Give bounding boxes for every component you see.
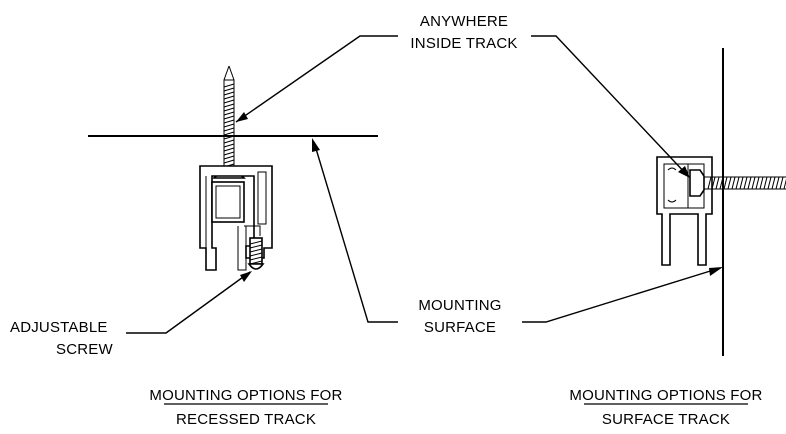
screw-thread [775,176,780,190]
adjustable-screw [247,237,265,270]
screw-thread [223,111,235,116]
screw-thread [223,115,235,120]
screw-thread [727,176,732,190]
leader-mounting-surface-right [522,267,721,323]
label-anywhere-line2: INSIDE TRACK [410,35,517,52]
caption-surface-line1: MOUNTING OPTIONS FOR [569,387,762,404]
screw-thread [755,176,760,190]
arrow-head [678,166,690,178]
screw-thread [719,176,724,190]
screw-thread [763,176,768,190]
screw-thread [223,123,235,128]
arrow-head [236,112,248,122]
screw-thread [743,176,748,190]
screw-thread [739,176,744,190]
screw-thread [223,143,235,148]
label-adjustable-line2: SCREW [56,341,113,358]
label-mounting-line2: SURFACE [424,319,496,336]
recessed-upward-screw [212,65,246,179]
surface-track-profile [656,156,713,266]
screw-thread [223,151,235,156]
leader-mounting-surface-left [313,141,398,323]
screw-thread [747,176,752,190]
screw-thread [249,240,263,245]
caption-surface-line2: SURFACE TRACK [602,411,730,428]
screw-thread [223,107,235,112]
screw-thread [223,135,235,140]
caption-recessed-line1: MOUNTING OPTIONS FOR [149,387,342,404]
screw-thread [751,176,756,190]
screw-thread [779,176,784,190]
screw-thread [249,252,263,257]
screw-thread [711,176,716,190]
leader-anywhere-to-recessed [235,35,398,123]
screw-thread [767,176,772,190]
screw-thread [249,244,263,249]
screw-thread [249,256,263,261]
screw-thread [223,87,235,92]
label-adjustable-line1: ADJUSTABLE [10,319,108,336]
label-anywhere-line1: ANYWHERE [420,13,508,30]
screw-thread [223,155,235,160]
screw-thread [223,91,235,96]
caption-recessed-line2: RECESSED TRACK [176,411,316,428]
screw-thread [771,176,776,190]
screw-thread [223,127,235,132]
leader-adjustable-screw [126,271,251,334]
screw-thread [223,131,235,136]
surface-horizontal-screw [704,176,786,190]
screw-thread [707,176,712,190]
screw-thread [723,176,728,190]
arrow-head [709,267,723,276]
screw-thread [731,176,736,190]
screw-thread [223,95,235,100]
label-mounting-line1: MOUNTING [418,297,501,314]
screw-thread [735,176,740,190]
screw-thread [223,139,235,144]
screw-thread [223,103,235,108]
arrow-head [312,138,320,152]
leader-anywhere-to-surface [531,35,689,177]
arrow-head [240,271,252,282]
screw-thread [223,159,235,164]
screw-thread [759,176,764,190]
screw-thread [223,83,235,88]
screw-thread [223,147,235,152]
screw-thread [715,176,720,190]
screw-thread [223,119,235,124]
screw-thread [249,248,263,253]
screw-thread [223,99,235,104]
